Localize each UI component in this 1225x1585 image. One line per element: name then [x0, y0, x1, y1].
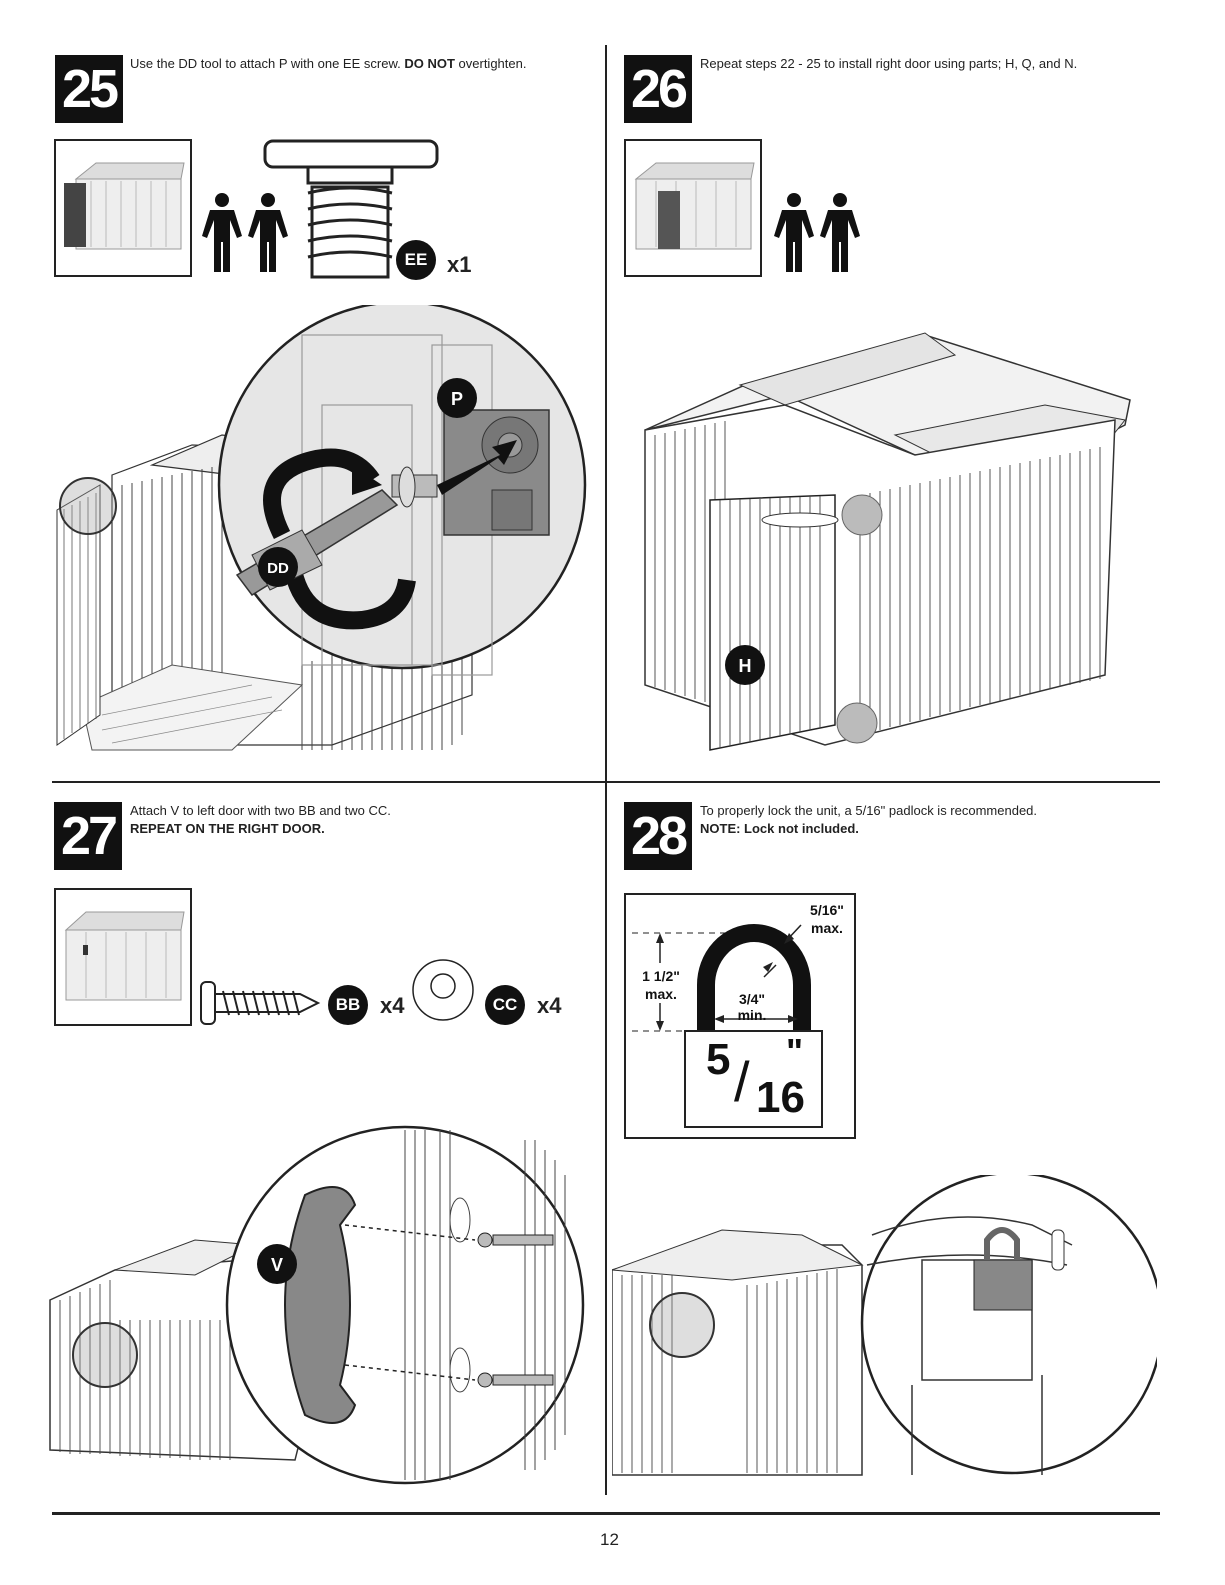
page-number: 12: [600, 1530, 619, 1549]
horizontal-divider-middle: [52, 781, 1160, 783]
step-28-illustration: [612, 1175, 1157, 1476]
padlock-spec-diagram: 5/16" max. 1 1/2" max. 3/4" min. 5 / 16 …: [624, 893, 856, 1139]
part-badge-cc: CC: [485, 985, 525, 1025]
callout-p: P: [451, 389, 463, 409]
screw-ee-illustration: [263, 139, 439, 279]
padlock-size-fraction: 5 / 16 ": [706, 1031, 805, 1122]
callout-dd: DD: [267, 560, 289, 577]
step-number: 26: [624, 55, 692, 123]
shed-thumbnail: [54, 888, 192, 1026]
callout-h: H: [739, 656, 752, 676]
step-number: 28: [624, 802, 692, 870]
vertical-divider: [605, 45, 607, 1495]
height-label: 1 1/2" max.: [642, 968, 680, 1002]
part-qty-bb: x4: [380, 993, 405, 1018]
callout-v: V: [271, 1255, 283, 1275]
step-number: 27: [54, 802, 122, 870]
washer-cc-illustration: [412, 959, 474, 1021]
step-27-illustration: V: [49, 1125, 585, 1485]
step-25-illustration: P DD: [56, 305, 587, 751]
step-instruction: Repeat steps 22 - 25 to install right do…: [700, 56, 1078, 71]
part-badge-ee: EE: [396, 240, 436, 280]
shed-thumbnail: [624, 139, 762, 277]
step-number: 25: [55, 55, 123, 123]
two-person-icon: [202, 193, 288, 272]
part-qty-ee: x1: [447, 252, 472, 277]
shackle-thickness-label: 5/16" max.: [810, 902, 844, 936]
width-label: 3/4" min.: [737, 991, 767, 1023]
step-instruction: Attach V to left door with two BB and tw…: [130, 803, 391, 836]
step-instruction: Use the DD tool to attach P with one EE …: [130, 56, 527, 71]
horizontal-divider-bottom: [52, 1512, 1160, 1515]
two-person-icon: [774, 193, 860, 272]
part-badge-bb: BB: [328, 985, 368, 1025]
step-instruction: To properly lock the unit, a 5/16" padlo…: [700, 803, 1038, 836]
screw-bb-illustration: [200, 981, 321, 1025]
part-qty-cc: x4: [537, 993, 562, 1018]
shed-thumbnail: [54, 139, 192, 277]
step-26-illustration: H: [644, 332, 1131, 751]
